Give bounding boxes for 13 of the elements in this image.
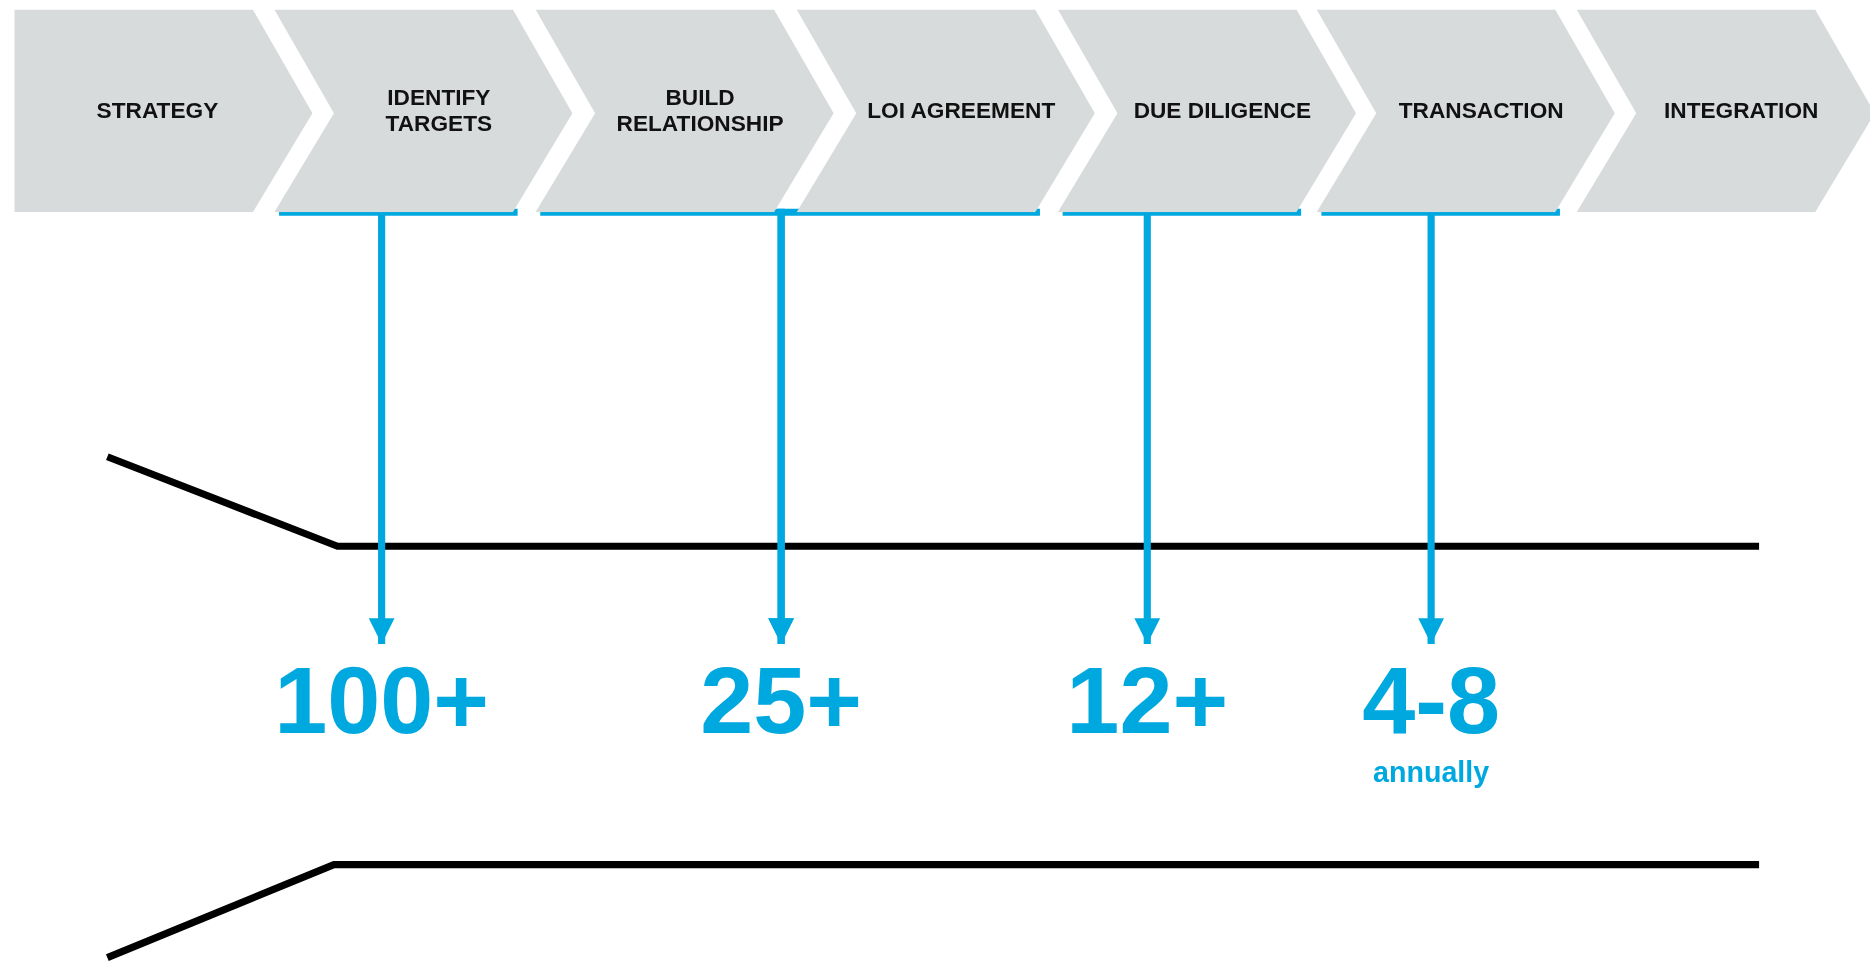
step-label: LOI AGREEMENT bbox=[866, 97, 1057, 125]
count-figure: 12+ bbox=[1066, 653, 1229, 749]
count-figure: 100+ bbox=[274, 653, 490, 749]
step-label: STRATEGY bbox=[95, 97, 220, 125]
count-figure: 4-8 bbox=[1362, 653, 1501, 749]
bracket-arrow bbox=[768, 208, 1040, 644]
step-label: TRANSACTION bbox=[1397, 97, 1565, 125]
step-label: IDENTIFY TARGETS bbox=[384, 84, 494, 138]
step-label: INTEGRATION bbox=[1663, 97, 1820, 125]
step-label: DUE DILIGENCE bbox=[1132, 97, 1313, 125]
count-figure: 25+ bbox=[700, 653, 863, 749]
step-label: BUILD RELATIONSHIP bbox=[615, 84, 785, 138]
note-text: annually bbox=[1373, 756, 1490, 790]
